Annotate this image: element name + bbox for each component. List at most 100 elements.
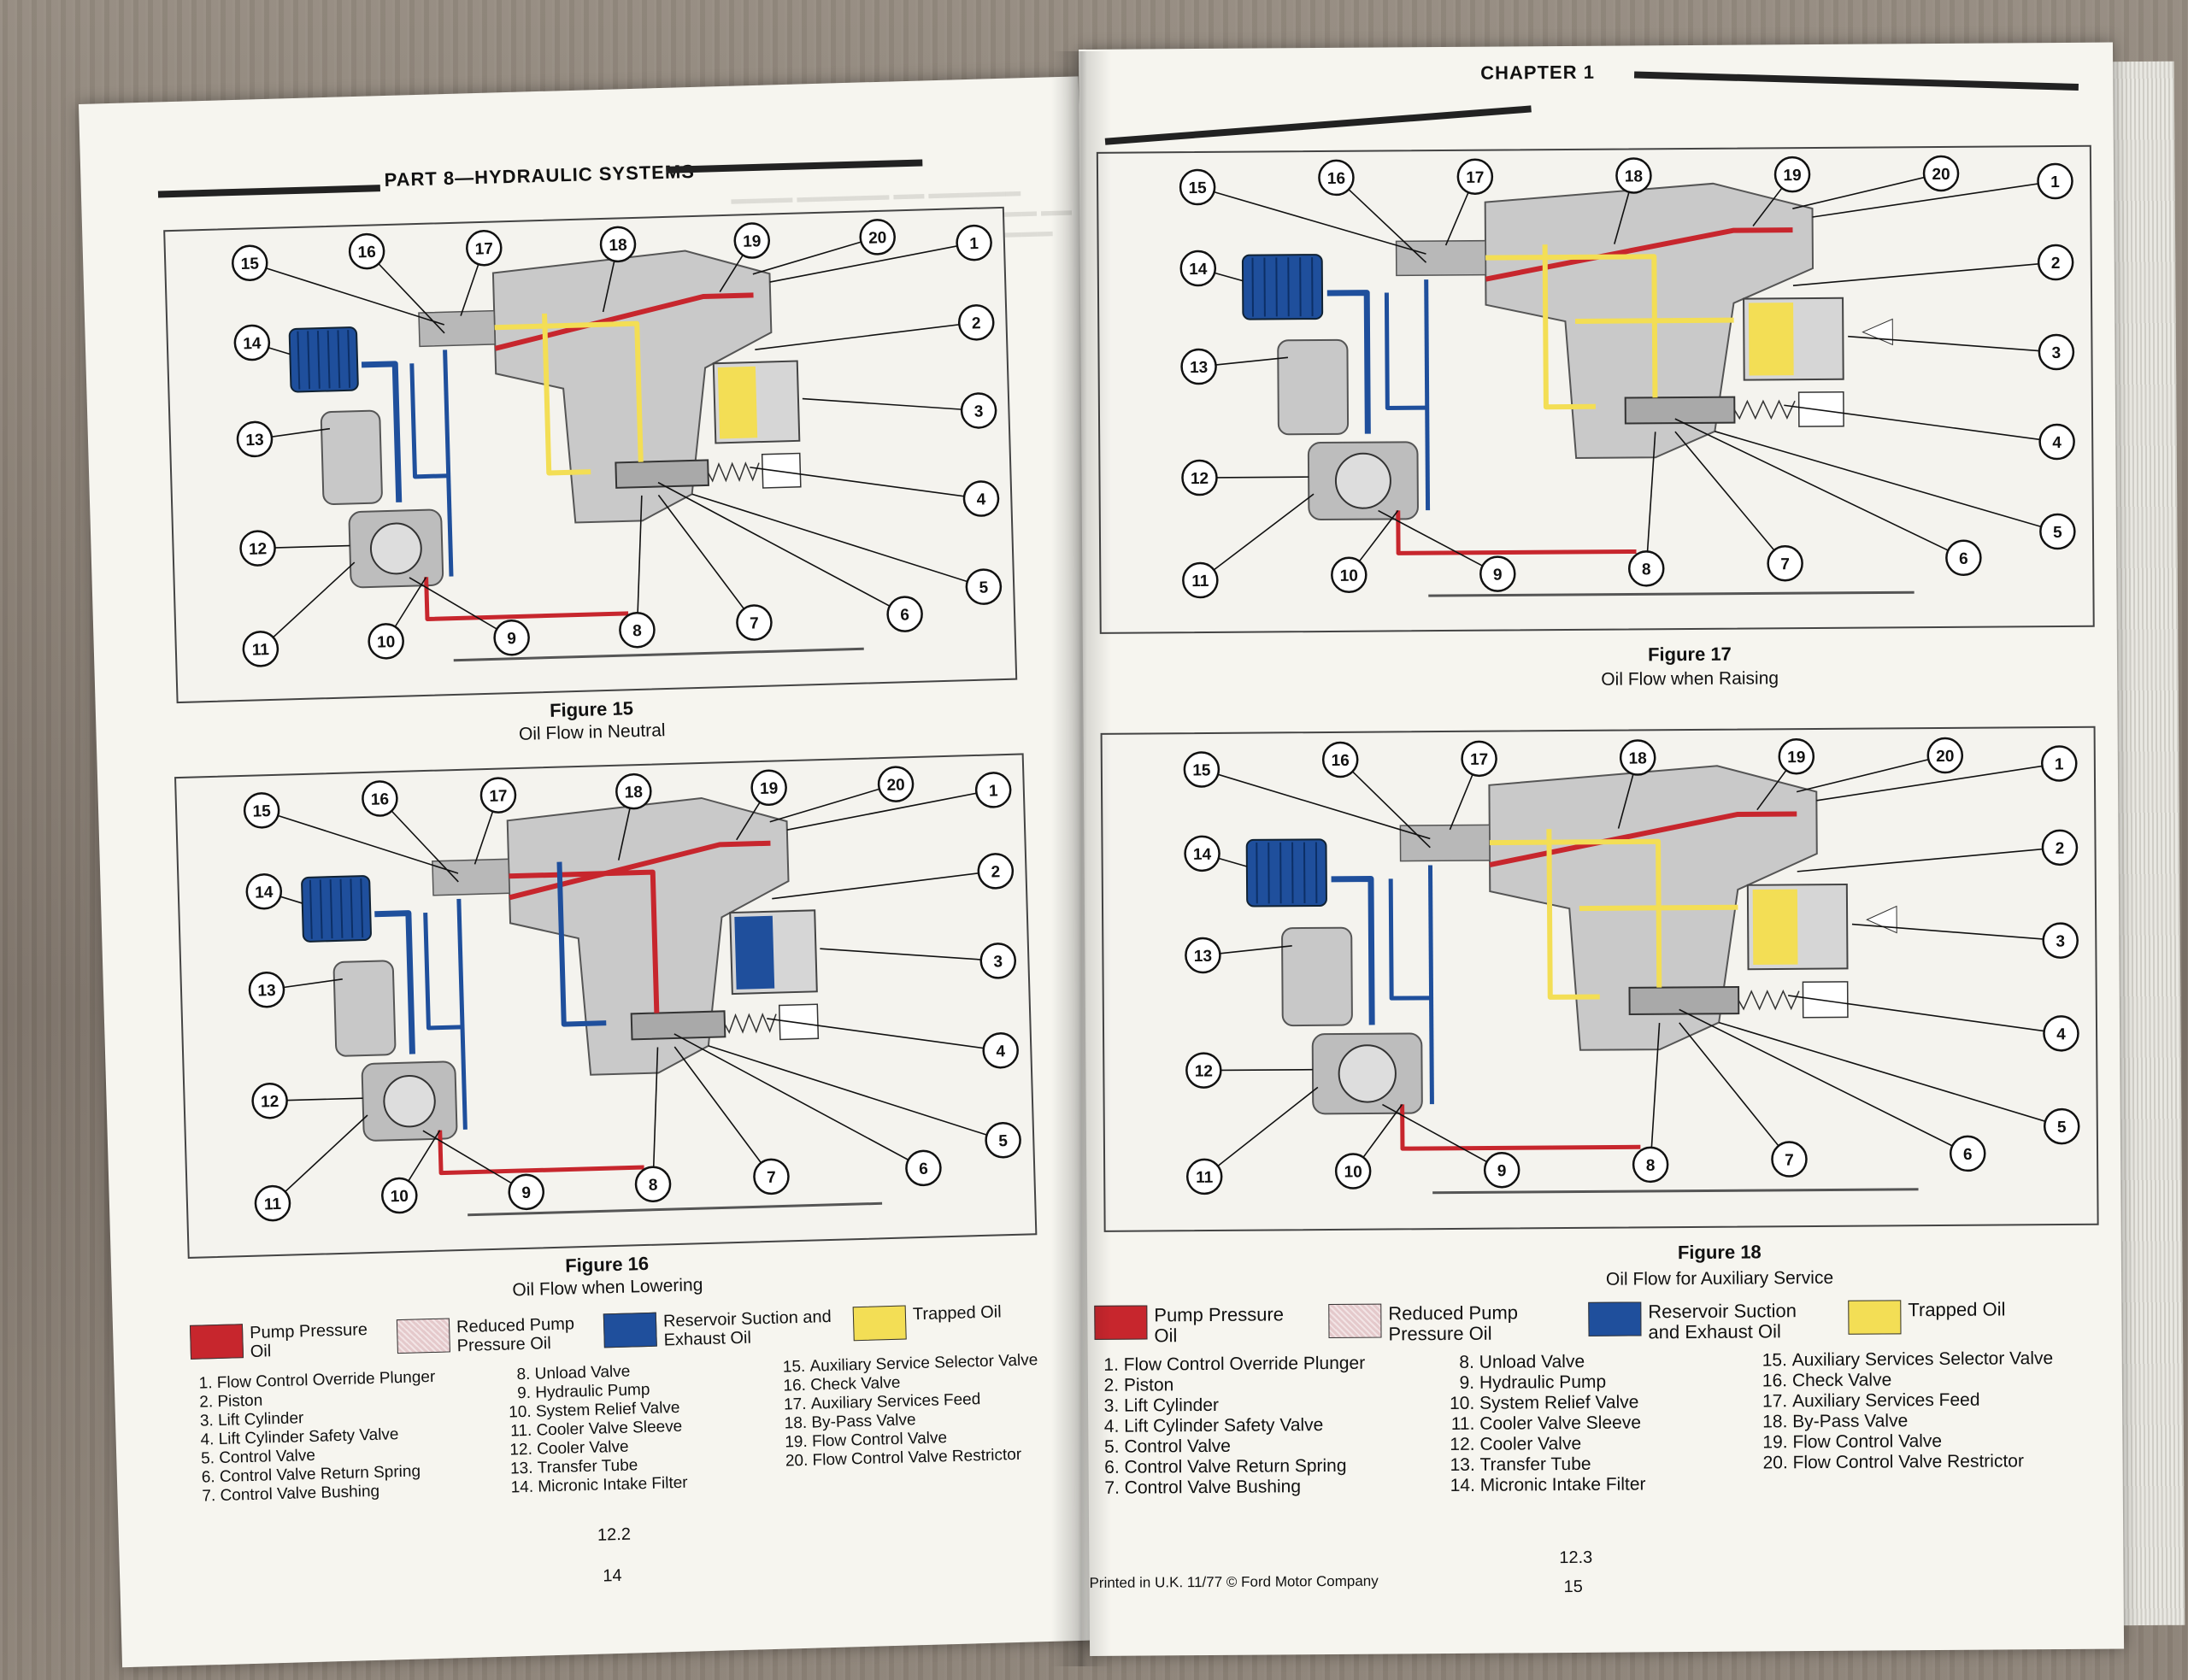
base-line: [453, 647, 864, 662]
page-header: CHAPTER 1: [1480, 61, 1595, 84]
callout-leader: [1816, 762, 2060, 802]
section-number: 12.3: [1559, 1548, 1593, 1568]
legend-label: Trapped Oil: [912, 1302, 1002, 1325]
callout-number: 10: [377, 633, 396, 652]
legend-label: Reduced Pump Pressure Oil: [1388, 1301, 1519, 1345]
upper-block: [1395, 239, 1487, 277]
legend-item: Reduced Pump Pressure Oil: [396, 1314, 585, 1357]
callout-circle: [753, 1158, 790, 1195]
callout-leader: [772, 870, 996, 900]
callout-circle: [1456, 158, 1494, 196]
callout-number: 5: [2057, 1119, 2067, 1137]
control-valve-spool: [615, 459, 709, 489]
callout-circle: [368, 623, 404, 660]
callout-number: 16: [357, 244, 376, 262]
base-line: [1428, 590, 1914, 597]
parts-col-2: Unload Valve Hydraulic Pump System Relie…: [509, 1359, 768, 1497]
filter-rib: [307, 331, 311, 390]
callout-circle: [1321, 741, 1359, 778]
callout-number: 1: [2050, 173, 2060, 191]
callout-number: 4: [996, 1043, 1006, 1060]
legend-item: Reservoir Suction and Exhaust Oil: [603, 1307, 835, 1352]
part-item: Micronic Intake Filter: [1480, 1474, 1745, 1496]
callout-number: 3: [2056, 933, 2065, 951]
callout-circle: [1926, 737, 1964, 774]
callout-leader: [750, 467, 982, 500]
callout-number: 12: [261, 1093, 279, 1112]
callout-leader: [1382, 1103, 1503, 1171]
callout-circle: [1949, 1135, 1986, 1172]
pump-pressure-swatch: [189, 1324, 244, 1360]
pump-gear: [1338, 1044, 1397, 1103]
callout-circle: [248, 972, 285, 1008]
callout-leader: [1650, 1023, 1661, 1165]
exhaust-line: [409, 363, 449, 479]
callout-circle: [634, 1166, 672, 1202]
part-item: Flow Control Valve: [1792, 1430, 2124, 1453]
callout-circle: [979, 943, 1017, 979]
callout-number: 17: [474, 240, 493, 259]
callout-circle: [2037, 244, 2074, 281]
return-line: [1427, 865, 1434, 1105]
callout-number: 18: [609, 237, 627, 256]
callout-circle: [1185, 1052, 1222, 1089]
parts-list: Flow Control Override Plunger Piston Lif…: [191, 1348, 1122, 1507]
callout-circle: [493, 620, 530, 656]
callout-leader: [673, 1046, 773, 1178]
callout-leader: [1674, 431, 1786, 564]
callout-number: 18: [1629, 749, 1647, 767]
callout-circle: [1179, 168, 1216, 206]
trapped-oil-swatch: [852, 1305, 907, 1342]
callout-leader: [1679, 1022, 1791, 1160]
pump-gear: [383, 1074, 436, 1128]
callout-number: 20: [868, 229, 887, 248]
cylinder-feed-line: [1542, 244, 1596, 410]
callout-circle: [962, 480, 1000, 517]
callout-circle: [236, 420, 274, 458]
callout-circle: [2041, 745, 2078, 782]
callout-circle: [1483, 1152, 1520, 1189]
callout-circle: [466, 230, 503, 267]
legend-label: Reduced Pump Pressure Oil: [456, 1314, 575, 1356]
callout-leader: [657, 481, 906, 615]
page-number: 15: [1563, 1577, 1583, 1597]
callout-circle: [2037, 162, 2073, 200]
callout-circle: [1183, 751, 1220, 788]
part-item: Lift Cylinder: [1124, 1394, 1432, 1417]
callout-leader: [820, 948, 998, 962]
suction-line: [361, 361, 403, 502]
callout-circle: [985, 1122, 1021, 1159]
callout-circle: [243, 792, 280, 829]
callout-number: 6: [900, 607, 909, 625]
callout-number: 11: [1196, 1169, 1214, 1187]
callout-number: 8: [1642, 561, 1651, 579]
legend-item: Reduced Pump Pressure Oil: [1328, 1301, 1559, 1345]
pressure-line: [509, 840, 771, 901]
callout-circle: [1318, 159, 1355, 197]
parts-col-3: Auxiliary Services Selector Valve Check …: [1763, 1348, 2124, 1494]
cylinder-oil: [1752, 889, 1798, 965]
callout-circle: [1184, 835, 1220, 872]
callout-number: 4: [2052, 434, 2062, 452]
cylinder-feed-line: [1546, 829, 1600, 1000]
callout-circle: [2038, 423, 2075, 461]
callout-number: 19: [1783, 167, 1801, 185]
callout-circle: [2043, 1107, 2080, 1145]
callout-circle: [1632, 1146, 1669, 1184]
callout-circle: [733, 222, 771, 259]
callout-number: 14: [1193, 846, 1212, 864]
part-item: Control Valve: [1124, 1435, 1432, 1458]
callout-number: 10: [1344, 1163, 1362, 1181]
cylinder-feed-line: [556, 861, 607, 1027]
part-item: Auxiliary Services Feed: [1792, 1389, 2124, 1412]
header-rule: [1104, 105, 1532, 145]
callout-leader: [769, 783, 897, 823]
filter-rib: [326, 330, 331, 389]
callout-leader: [802, 397, 979, 412]
oil-legend: Pump Pressure Oil Reduced Pump Pressure …: [1094, 1298, 2027, 1347]
cylinder-oil: [717, 366, 758, 439]
callout-number: 18: [624, 784, 643, 802]
